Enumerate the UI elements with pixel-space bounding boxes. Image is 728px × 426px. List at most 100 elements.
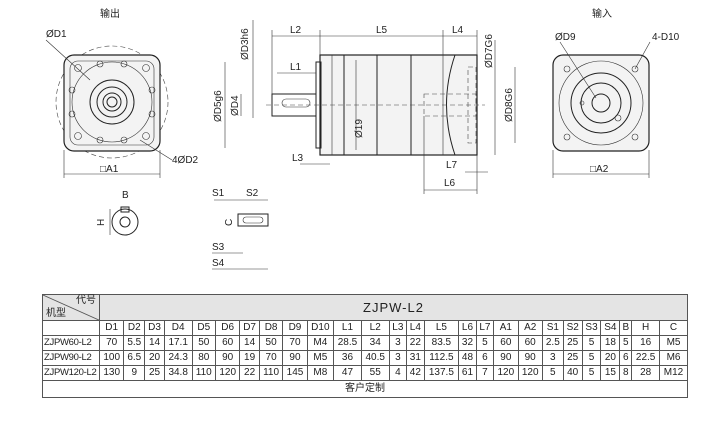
dim-19: Ø19 bbox=[354, 119, 365, 138]
footer-row: 客户定制 bbox=[42, 380, 688, 398]
column-header: L6 bbox=[458, 320, 477, 336]
value-cell: 145 bbox=[282, 365, 308, 381]
input-label: 输入 bbox=[592, 7, 612, 20]
dim-D2: 4ØD2 bbox=[172, 155, 199, 166]
value-cell: 6.5 bbox=[123, 350, 146, 366]
column-header: D10 bbox=[306, 320, 335, 336]
value-cell: 34.8 bbox=[163, 365, 193, 381]
dim-L7: L7 bbox=[446, 160, 458, 171]
column-header: D3 bbox=[144, 320, 165, 336]
dim-D5: ØD5g6 bbox=[213, 90, 224, 122]
column-header: D5 bbox=[191, 320, 217, 336]
key-view: S1 S2 C S3 S4 bbox=[212, 188, 269, 270]
value-cell: 25 bbox=[562, 335, 583, 351]
value-cell: 90 bbox=[493, 350, 519, 366]
value-cell: 110 bbox=[191, 365, 217, 381]
column-header: A1 bbox=[493, 320, 519, 336]
column-header: L5 bbox=[423, 320, 460, 336]
value-cell: 9 bbox=[123, 365, 146, 381]
custom-note: 客户定制 bbox=[42, 380, 688, 398]
model-cell: ZJPW120-L2 bbox=[42, 365, 100, 381]
dim-A2: □A2 bbox=[590, 164, 609, 175]
value-cell: 17.1 bbox=[163, 335, 193, 351]
value-cell: 22.5 bbox=[631, 350, 661, 366]
value-cell: 36 bbox=[333, 350, 362, 366]
dim-L6: L6 bbox=[444, 178, 456, 189]
model-cell: ZJPW60-L2 bbox=[42, 335, 100, 351]
column-header: S3 bbox=[581, 320, 602, 336]
value-cell: 40.5 bbox=[360, 350, 390, 366]
value-cell: 70 bbox=[98, 335, 125, 351]
value-cell: 6 bbox=[475, 350, 495, 366]
value-cell: 110 bbox=[258, 365, 284, 381]
value-cell: 137.5 bbox=[423, 365, 460, 381]
value-cell: 14 bbox=[239, 335, 260, 351]
dim-C: C bbox=[224, 219, 235, 226]
shaft-section-view: B H bbox=[96, 190, 139, 236]
value-cell: 24.3 bbox=[163, 350, 193, 366]
value-cell: 61 bbox=[458, 365, 477, 381]
column-header: S2 bbox=[562, 320, 583, 336]
value-cell: 5 bbox=[581, 365, 602, 381]
value-cell: 15 bbox=[600, 365, 621, 381]
code-label: 代号 bbox=[76, 295, 96, 306]
dim-L1: L1 bbox=[290, 62, 302, 73]
dim-D3: ØD3h6 bbox=[240, 28, 251, 60]
value-cell: 70 bbox=[282, 335, 308, 351]
value-cell: 3 bbox=[388, 335, 408, 351]
value-cell: 22 bbox=[406, 335, 425, 351]
column-header: S1 bbox=[541, 320, 564, 336]
value-cell: 112.5 bbox=[423, 350, 460, 366]
column-header: D1 bbox=[98, 320, 125, 336]
value-cell: 90 bbox=[517, 350, 543, 366]
value-cell: 8 bbox=[619, 365, 633, 381]
output-label: 输出 bbox=[100, 7, 120, 20]
value-cell: 90 bbox=[282, 350, 308, 366]
value-cell: 47 bbox=[333, 365, 362, 381]
dim-D7: ØD7G6 bbox=[484, 34, 495, 68]
output-front-view: 输出 ØD1 4ØD2 □A1 bbox=[45, 7, 199, 178]
value-cell: 60 bbox=[517, 335, 543, 351]
value-cell: 120 bbox=[214, 365, 241, 381]
value-cell: 5 bbox=[581, 335, 602, 351]
value-cell: 25 bbox=[562, 350, 583, 366]
dim-D8: ØD8G6 bbox=[504, 88, 515, 122]
value-cell: 5 bbox=[619, 335, 633, 351]
dim-L3: L3 bbox=[292, 153, 304, 164]
value-cell: 130 bbox=[98, 365, 125, 381]
value-cell: 5 bbox=[475, 335, 495, 351]
value-cell: 50 bbox=[258, 335, 284, 351]
side-view: Ø19 L2 L5 L4 L1 ØD3h6 ØD5g6 ØD4 L3 ØD7G6… bbox=[213, 20, 516, 194]
blank-header-cell bbox=[42, 320, 100, 336]
column-header: L4 bbox=[406, 320, 425, 336]
input-front-view: 输入 ØD9 4-D10 □A2 bbox=[552, 7, 680, 178]
dim-S2: S2 bbox=[246, 188, 259, 199]
value-cell: 32 bbox=[458, 335, 477, 351]
value-cell: M6 bbox=[659, 350, 688, 366]
value-cell: 7 bbox=[475, 365, 495, 381]
value-cell: 3 bbox=[541, 350, 564, 366]
dim-B: B bbox=[122, 190, 129, 201]
column-header: L1 bbox=[333, 320, 362, 336]
value-cell: 20 bbox=[144, 350, 165, 366]
value-cell: 100 bbox=[98, 350, 125, 366]
series-title: ZJPW-L2 bbox=[99, 294, 688, 321]
column-header: D7 bbox=[239, 320, 260, 336]
column-header: D6 bbox=[214, 320, 241, 336]
value-cell: M8 bbox=[306, 365, 335, 381]
dim-S3: S3 bbox=[212, 242, 225, 253]
technical-drawing: 输出 ØD1 4ØD2 □A1 bbox=[45, 7, 680, 270]
value-cell: 14 bbox=[144, 335, 165, 351]
value-cell: 5 bbox=[581, 350, 602, 366]
dim-D1: ØD1 bbox=[46, 29, 67, 40]
column-header: D9 bbox=[282, 320, 308, 336]
value-cell: 60 bbox=[493, 335, 519, 351]
dim-D9: ØD9 bbox=[555, 32, 576, 43]
dim-L4: L4 bbox=[452, 25, 464, 36]
dim-L2: L2 bbox=[290, 25, 302, 36]
column-header: H bbox=[631, 320, 661, 336]
value-cell: 83.5 bbox=[423, 335, 460, 351]
